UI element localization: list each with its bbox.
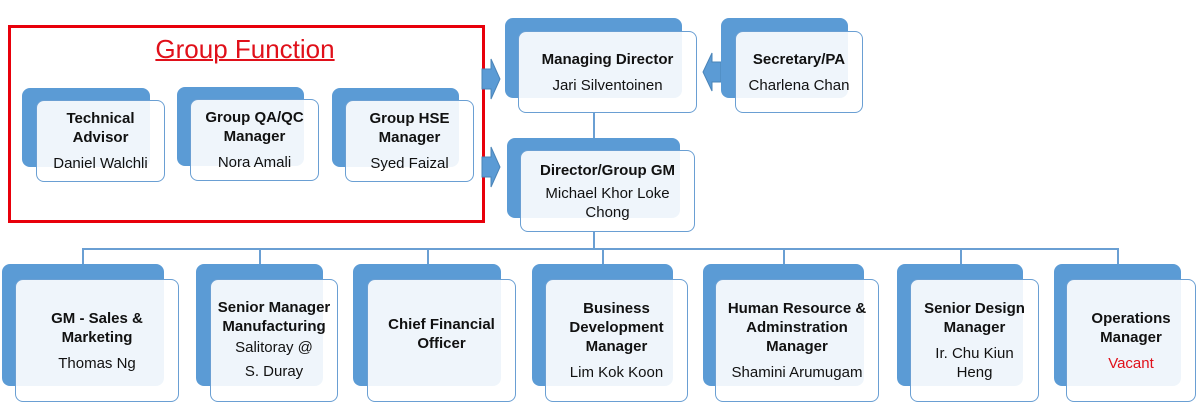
card-senior-design-manager[interactable]: Senior Design Manager Ir. Chu Kiun Heng bbox=[910, 279, 1039, 402]
card-gm-sales-marketing[interactable]: GM - Sales & Marketing Thomas Ng bbox=[15, 279, 179, 402]
card-name: Jari Silventoinen bbox=[552, 76, 663, 94]
card-name: Salitoray @ S. Duray bbox=[235, 338, 313, 380]
card-hr-administration-manager[interactable]: Human Resource & Adminstration Manager S… bbox=[715, 279, 879, 402]
card-name: Daniel Walchli bbox=[53, 155, 148, 172]
card-name: Shamini Arumugam bbox=[731, 364, 863, 381]
card-chief-financial-officer[interactable]: Chief Financial Officer bbox=[367, 279, 516, 402]
card-name: Ir. Chu Kiun Heng bbox=[935, 345, 1014, 381]
card-title: GM - Sales & Marketing bbox=[51, 309, 143, 346]
connector-line bbox=[593, 113, 595, 150]
card-title: Chief Financial Officer bbox=[388, 315, 495, 352]
card-group-hse-manager[interactable]: Group HSE Manager Syed Faizal bbox=[345, 100, 474, 182]
card-title: Secretary/PA bbox=[752, 50, 846, 68]
connector-line bbox=[960, 248, 962, 264]
card-technical-advisor[interactable]: Technical Advisor Daniel Walchli bbox=[36, 100, 165, 182]
card-name: Thomas Ng bbox=[58, 354, 136, 372]
connector-line bbox=[82, 248, 84, 264]
connector-line bbox=[593, 232, 595, 249]
card-title: Managing Director bbox=[541, 50, 674, 68]
card-name: Syed Faizal bbox=[370, 155, 449, 172]
group-function-heading: Group Function bbox=[155, 34, 335, 64]
card-title: Business Development Manager bbox=[569, 300, 664, 355]
card-group-qaqc-manager[interactable]: Group QA/QC Manager Nora Amali bbox=[190, 99, 319, 181]
card-title: Technical Advisor bbox=[66, 110, 135, 146]
card-secretary-pa[interactable]: Secretary/PA Charlena Chan bbox=[735, 31, 863, 113]
connector-bus bbox=[82, 248, 1118, 250]
card-director-group-gm[interactable]: Director/Group GM Michael Khor Loke Chon… bbox=[520, 150, 695, 232]
group-function-frame bbox=[8, 25, 485, 223]
card-name: Nora Amali bbox=[217, 154, 292, 171]
card-title: Group HSE Manager bbox=[369, 110, 450, 146]
card-operations-manager[interactable]: Operations Manager Vacant bbox=[1066, 279, 1196, 402]
card-title: Human Resource & Adminstration Manager bbox=[727, 300, 867, 355]
card-title: Director/Group GM bbox=[539, 161, 675, 179]
vacant-label: Vacant bbox=[1108, 354, 1154, 372]
card-title: Senior Manager Manufacturing bbox=[217, 298, 331, 335]
card-senior-manager-manufacturing[interactable]: Senior Manager Manufacturing Salitoray @… bbox=[210, 279, 338, 402]
card-title: Operations Manager bbox=[1091, 309, 1171, 346]
connector-line bbox=[783, 248, 785, 264]
connector-line bbox=[1117, 248, 1119, 264]
connector-line bbox=[602, 248, 604, 264]
card-name: Michael Khor Loke Chong bbox=[545, 184, 670, 221]
arrow-right-icon bbox=[481, 146, 501, 188]
card-managing-director[interactable]: Managing Director Jari Silventoinen bbox=[518, 31, 697, 113]
card-title: Senior Design Manager bbox=[924, 300, 1025, 336]
arrow-left-icon bbox=[702, 52, 722, 92]
card-business-development-manager[interactable]: Business Development Manager Lim Kok Koo… bbox=[545, 279, 688, 402]
card-name: Lim Kok Koon bbox=[569, 364, 664, 381]
connector-line bbox=[259, 248, 261, 264]
card-title: Group QA/QC Manager bbox=[205, 109, 304, 145]
card-name: Charlena Chan bbox=[748, 76, 850, 94]
arrow-right-icon bbox=[481, 58, 501, 100]
connector-line bbox=[427, 248, 429, 264]
